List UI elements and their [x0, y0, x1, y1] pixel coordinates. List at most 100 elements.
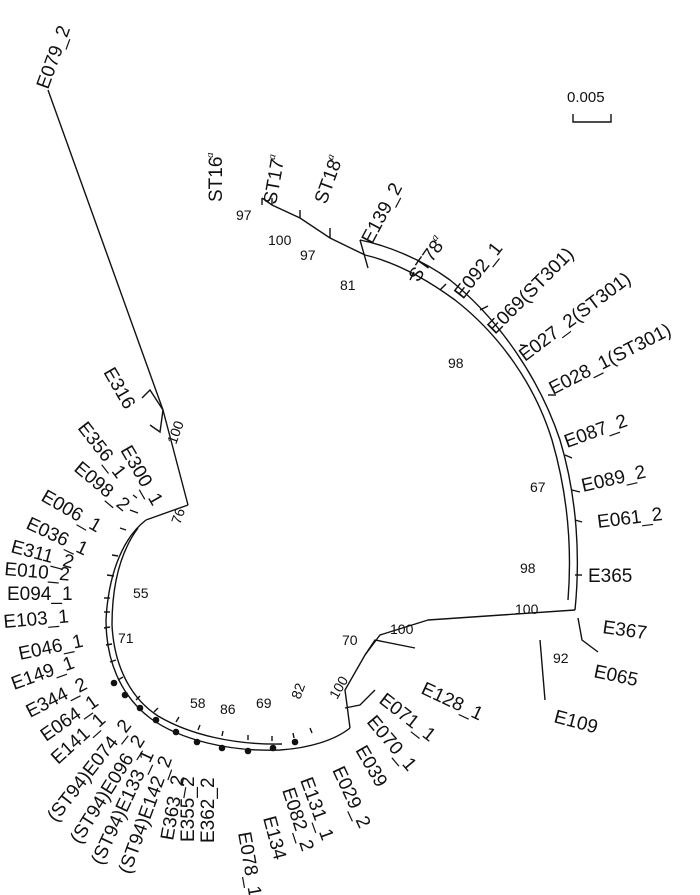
bootstrap-label: 98	[448, 355, 464, 371]
marker-dot	[244, 747, 252, 755]
taxon-label: E089_2	[579, 462, 648, 497]
taxon-label: E109	[552, 707, 600, 739]
bootstrap-label: 92	[553, 650, 569, 666]
branch-node100d	[364, 619, 429, 656]
branch-right-arc-2	[364, 254, 571, 601]
marker-dot	[121, 691, 129, 699]
bootstrap-label: 98	[520, 560, 536, 576]
bootstrap-label: 100	[268, 232, 292, 248]
marker-dot	[193, 738, 201, 746]
taxon-e128-1: E128_1	[418, 678, 486, 725]
bootstrap-label: 55	[133, 585, 149, 601]
bootstrap-values: 97 100 97 81 98 67 98 100 92 100 70 100 …	[118, 207, 569, 717]
taxon-label: E078_1	[233, 830, 265, 895]
branch-left-arc-2	[111, 527, 283, 745]
taxon-label: E079_2	[33, 23, 75, 92]
marker-dot	[136, 704, 144, 712]
taxon-e139-2: E139_2	[358, 180, 407, 248]
bootstrap-label: 76	[168, 506, 188, 526]
branch-right-arc	[359, 239, 579, 611]
branch-e079	[47, 89, 164, 411]
taxon-superscript: a	[428, 232, 441, 244]
taxon-superscript: a	[324, 152, 337, 162]
bootstrap-label: 67	[530, 479, 546, 495]
branch-e300	[149, 409, 164, 434]
taxon-label: E092_1	[450, 239, 507, 304]
bootstrap-label: 100	[164, 418, 187, 446]
taxon-superscript: a	[266, 153, 279, 161]
taxon-label: E365	[588, 566, 632, 587]
branch-left-arc	[105, 519, 351, 751]
marker-dot	[218, 744, 226, 752]
bootstrap-label: 69	[256, 695, 272, 711]
marker-dot	[172, 728, 180, 736]
taxon-label: ST16	[206, 157, 227, 202]
taxon-label: E061_2	[596, 504, 664, 533]
taxon-label: E367	[601, 617, 648, 644]
taxon-label: E316	[99, 364, 139, 413]
bootstrap-label: 70	[342, 632, 358, 648]
scale-bar-label: 0.005	[567, 89, 605, 106]
branch-node70	[344, 654, 366, 729]
scale-bar: 0.005	[567, 89, 612, 123]
branch-e128	[364, 639, 416, 656]
branch-node76	[145, 504, 189, 521]
taxon-label: E065	[592, 661, 640, 691]
taxon-e092-1: E092_1	[450, 239, 507, 304]
bootstrap-label: 97	[236, 207, 252, 223]
taxon-e355-2: E355_2	[178, 776, 199, 842]
taxon-e078-1: E078_1	[233, 830, 265, 895]
branch-root-stem	[162, 409, 189, 506]
taxon-e089-2: E089_2	[579, 462, 648, 497]
marker-dot	[291, 738, 299, 746]
bootstrap-label: 86	[220, 701, 236, 717]
bootstrap-label: 71	[118, 630, 134, 646]
right-cluster-ticks	[409, 271, 583, 576]
taxon-e109: E109	[552, 707, 600, 739]
taxon-e103-1: E103_1	[3, 606, 70, 633]
marker-dot	[269, 744, 277, 752]
taxon-label: E139_2	[358, 180, 407, 248]
bootstrap-label: 100	[390, 621, 414, 637]
taxon-e362-2: E362_2	[198, 777, 219, 843]
left-cluster-ticks	[103, 494, 313, 741]
bootstrap-label: 81	[340, 277, 356, 293]
bootstrap-label: 82	[288, 681, 308, 701]
taxon-e065: E065	[592, 661, 640, 691]
marker-dot	[152, 716, 160, 724]
taxon-e367: E367	[601, 617, 648, 644]
taxon-label: E355_2	[178, 776, 199, 842]
taxon-e365: E365	[588, 566, 632, 587]
taxon-label: ST17	[260, 157, 289, 205]
taxon-e134: E134	[258, 814, 290, 863]
bootstrap-label: 100	[326, 673, 352, 701]
branch-e367-e065	[577, 617, 599, 653]
taxon-e079-2: E079_2	[33, 23, 75, 92]
tree-branches	[47, 89, 599, 751]
st94-marker-dots	[110, 679, 299, 755]
taxon-label: E362_2	[198, 777, 219, 843]
taxon-label: E087_2	[562, 411, 631, 453]
taxon-superscript: a	[204, 152, 216, 158]
taxon-label: E094_1	[7, 584, 73, 605]
branch-e316	[141, 388, 164, 411]
bootstrap-label: 58	[190, 695, 206, 711]
taxon-e087-2: E087_2	[562, 411, 631, 453]
marker-dot	[110, 679, 118, 687]
branch-e071-e070	[344, 689, 376, 709]
taxon-label: E134	[258, 814, 290, 863]
branch-e109	[539, 639, 546, 701]
taxon-label: ST18	[311, 157, 346, 207]
taxon-e061-2: E061_2	[596, 504, 664, 533]
taxon-label: E103_1	[3, 606, 70, 633]
taxon-label: E128_1	[418, 678, 486, 725]
bootstrap-label: 100	[515, 601, 539, 617]
taxon-e316: E316	[99, 364, 139, 413]
